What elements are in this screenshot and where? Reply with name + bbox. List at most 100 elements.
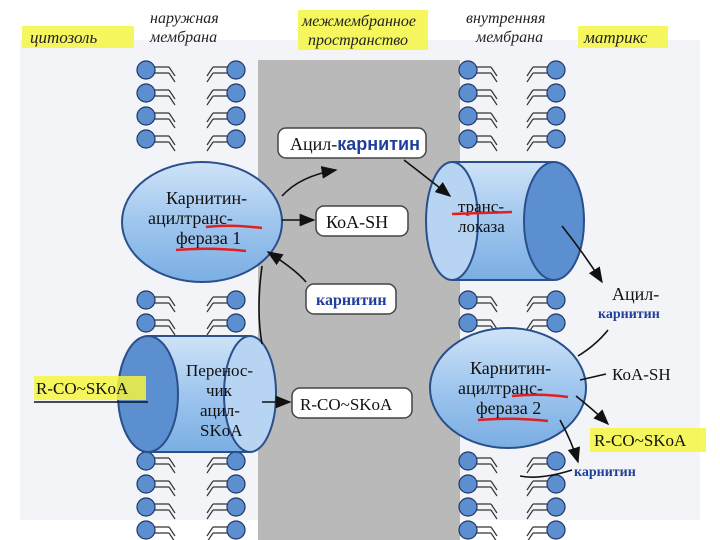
lipid-head: [546, 60, 566, 80]
lipid-head: [226, 83, 246, 103]
arrow-cpt2-to-rco: [575, 395, 610, 426]
box-r-co-skoa-text: R-CO~SKoA: [300, 395, 393, 414]
lipid-tail: [155, 457, 169, 465]
lipid-tail: [213, 319, 227, 327]
label-intermembrane-2: пространство: [308, 32, 408, 49]
cpt2-underline-1: [511, 393, 569, 399]
lipid-head: [136, 83, 156, 103]
lipid-tail-kink: [490, 135, 498, 152]
lipid-head: [546, 497, 566, 517]
lipid-head: [226, 106, 246, 126]
label-inner-membrane-2: мембрана: [475, 29, 543, 46]
lipid-tail: [477, 503, 491, 511]
lipid-tail: [533, 296, 547, 304]
lipid-head: [458, 129, 478, 149]
lipid-tail-kink: [526, 296, 534, 313]
lipid-tail: [533, 319, 547, 327]
lipid-head: [546, 474, 566, 494]
lipid-tail-kink: [526, 112, 534, 129]
box-coa-sh-text: КоА-SH: [326, 212, 388, 232]
lipid-head: [458, 313, 478, 333]
lipid-tail: [213, 296, 227, 304]
lipid-head: [458, 474, 478, 494]
lipid-tail-kink: [206, 457, 214, 474]
lipid-tail: [477, 526, 491, 534]
lipid-head: [226, 520, 246, 540]
label-left-substrate: R-CO~SKoA: [36, 379, 129, 398]
label-matrix-carnitine-2: карнитин: [574, 465, 636, 480]
lipid-tail-kink: [490, 480, 498, 497]
lipid-head: [226, 129, 246, 149]
arrow-cpt2-to-carnitine: [559, 419, 580, 464]
label-outer-membrane-1: наружная: [150, 10, 219, 27]
lipid-tail: [533, 457, 547, 465]
lipid-tail: [213, 112, 227, 120]
lipid-tail: [477, 296, 491, 304]
cpt1-underline-1: [205, 224, 263, 230]
lipid-tail: [155, 89, 169, 97]
lipid-head: [226, 497, 246, 517]
highlight-left-substrate: [34, 376, 146, 400]
arrow-carnitine-to-translocase: [519, 469, 573, 478]
lipid-head: [136, 451, 156, 471]
box-acyl-carnitine: [277, 127, 427, 159]
lipid-head: [546, 313, 566, 333]
lipid-tail-kink: [206, 135, 214, 152]
lipid-tail: [533, 66, 547, 74]
lipid-tail-kink: [490, 457, 498, 474]
lipid-tail-kink: [168, 526, 176, 540]
lipid-tail-kink: [168, 296, 176, 313]
cpt1-underline-2: [175, 247, 247, 253]
highlight-matrix-rco: [590, 428, 706, 452]
lipid-head: [136, 313, 156, 333]
arrows: [258, 159, 610, 478]
label-intermembrane-1: межмембранное: [301, 13, 416, 30]
lipid-head: [458, 106, 478, 126]
lipid-tail-kink: [168, 112, 176, 129]
lipid-head: [136, 60, 156, 80]
cpt1-line3: фераза 1: [176, 228, 241, 248]
lipid-tail: [155, 112, 169, 120]
protein-translocase: [425, 161, 585, 281]
lipid-tail: [533, 526, 547, 534]
translocase-underline: [451, 210, 513, 216]
lipid-tail: [477, 66, 491, 74]
highlight-matrix: [578, 26, 668, 48]
lipid-tail-kink: [490, 526, 498, 540]
lipid-tail: [155, 480, 169, 488]
lipid-tail: [213, 480, 227, 488]
lipid-tail-kink: [206, 526, 214, 540]
lipid-head: [226, 451, 246, 471]
label-inner-membrane-1: внутренняя: [466, 10, 545, 27]
lipid-tail-kink: [206, 66, 214, 83]
lipid-tail: [533, 503, 547, 511]
transporter-line2: чик: [206, 381, 233, 400]
lipid-tail-kink: [490, 503, 498, 520]
lipid-head: [136, 520, 156, 540]
lipid-head: [226, 474, 246, 494]
arrow-carnitine-down: [258, 265, 263, 345]
lipid-head: [458, 497, 478, 517]
lipid-head: [136, 106, 156, 126]
lipid-tail-kink: [206, 503, 214, 520]
lipid-tail-kink: [206, 319, 214, 336]
membranes: [136, 60, 566, 540]
lipid-head: [136, 497, 156, 517]
lipid-head: [458, 60, 478, 80]
label-outer-membrane-2: мембрана: [149, 29, 217, 46]
lipid-tail-kink: [526, 526, 534, 540]
box-coa-sh: [315, 205, 409, 237]
lipid-tail-kink: [526, 480, 534, 497]
lipid-tail: [155, 503, 169, 511]
lipid-tail-kink: [168, 319, 176, 336]
box-carnitine: [305, 283, 397, 315]
lipid-tail: [477, 135, 491, 143]
lipid-tail: [155, 135, 169, 143]
arrow-acyl-to-cpt2: [577, 329, 609, 357]
lipid-tail-kink: [206, 480, 214, 497]
cpt2-line3: фераза 2: [476, 398, 541, 418]
lipid-tail-kink: [490, 112, 498, 129]
lipid-tail: [533, 480, 547, 488]
lipid-tail: [533, 112, 547, 120]
